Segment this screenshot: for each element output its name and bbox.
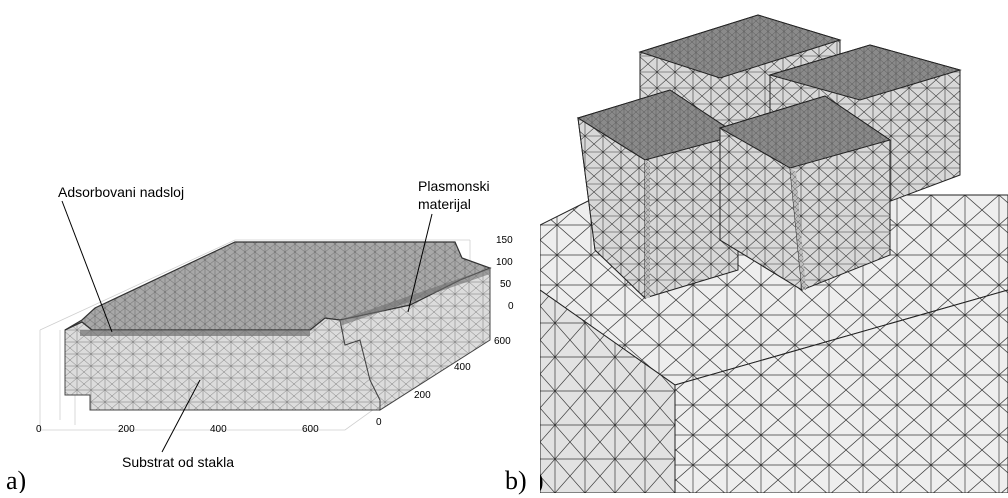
substrate-left-face bbox=[540, 289, 676, 493]
y-tick-0: 0 bbox=[376, 417, 382, 428]
callout-line-plasmonic bbox=[407, 213, 433, 313]
panel-b-label-text: b) bbox=[505, 466, 527, 495]
z-tick-0: 0 bbox=[508, 301, 514, 312]
callout-line-adsorbed bbox=[61, 200, 113, 333]
callout-glass-substrate: Substrat od stakla bbox=[122, 454, 234, 470]
adsorbed-layer-side bbox=[340, 268, 490, 326]
z-tick-100: 100 bbox=[496, 257, 513, 268]
substrate-front-face-b bbox=[674, 289, 1008, 493]
x-tick-0: 0 bbox=[36, 424, 42, 435]
z-tick-50: 50 bbox=[500, 279, 512, 290]
callout-plasmonic-line2: materijal bbox=[418, 196, 471, 212]
x-tick-400: 400 bbox=[210, 424, 227, 435]
callout-line-substrate bbox=[161, 379, 201, 453]
panel-b-label: b) bbox=[540, 466, 544, 493]
y-tick-600: 600 bbox=[494, 336, 511, 347]
panel-b-figure: b) bbox=[540, 14, 1008, 493]
callout-lines bbox=[61, 200, 433, 453]
panel-a: Adsorbovani nadsloj Plasmonski materijal… bbox=[6, 178, 514, 495]
panel-a-figure: Adsorbovani nadsloj Plasmonski materijal… bbox=[6, 178, 514, 495]
z-tick-150: 150 bbox=[496, 235, 513, 246]
callout-adsorbed-layer: Adsorbovani nadsloj bbox=[58, 184, 184, 200]
adsorbed-layer-band bbox=[80, 330, 310, 336]
cross-left-arm bbox=[576, 89, 740, 300]
x-tick-600: 600 bbox=[302, 424, 319, 435]
panel-a-label: a) bbox=[6, 466, 26, 493]
callout-plasmonic-line1: Plasmonski bbox=[418, 178, 490, 194]
panel-b: b) bbox=[540, 0, 1008, 493]
y-tick-400: 400 bbox=[454, 362, 471, 373]
x-tick-200: 200 bbox=[118, 424, 135, 435]
cross-front-arm bbox=[718, 95, 892, 291]
panel-b-label-overlay: b) bbox=[505, 466, 527, 495]
y-tick-200: 200 bbox=[414, 390, 431, 401]
